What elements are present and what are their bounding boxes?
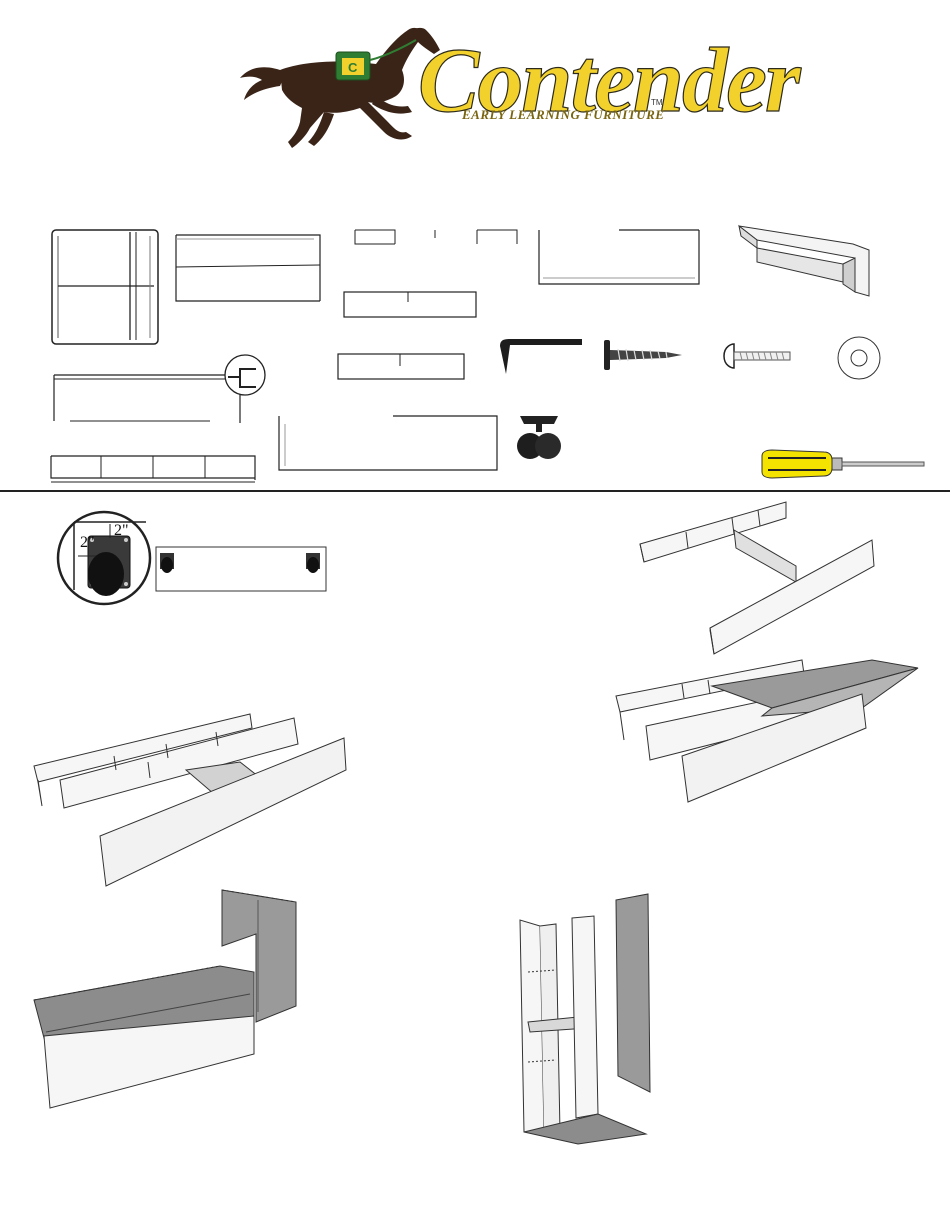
step-3-illustration (612, 656, 924, 804)
part-side-board (535, 228, 705, 288)
washer-icon (834, 336, 884, 380)
part-slotted-board-2 (336, 352, 468, 382)
dim-vertical: 2" (114, 522, 129, 540)
dim-horizontal: 2" (80, 534, 95, 552)
step-5-illustration (516, 892, 660, 1144)
part-double-panel (174, 233, 324, 305)
part-slotted-board-1 (342, 290, 478, 320)
caster-detail-callout (56, 510, 152, 606)
caster-wheel-icon (514, 412, 564, 464)
step-2-illustration (30, 710, 350, 892)
part-rail-moulding (735, 222, 875, 300)
trademark: TM (651, 98, 663, 107)
caster-base-view (154, 545, 328, 595)
step-4-illustration (30, 886, 306, 1110)
part-short-pieces (353, 228, 521, 248)
wood-screw-icon (600, 338, 684, 372)
step-1-illustration (636, 500, 886, 660)
part-divider-strip (49, 454, 259, 486)
screwdriver-icon (758, 448, 930, 480)
section-divider (0, 490, 950, 492)
machine-bolt-icon (720, 342, 794, 370)
part-long-rail (50, 355, 270, 427)
part-base-panel (275, 414, 503, 474)
saddle-letter: C (348, 60, 357, 75)
part-frame-panel (50, 228, 162, 346)
tagline: EARLY LEARNING FURNITURE (462, 107, 664, 123)
allen-key-icon (496, 336, 588, 378)
